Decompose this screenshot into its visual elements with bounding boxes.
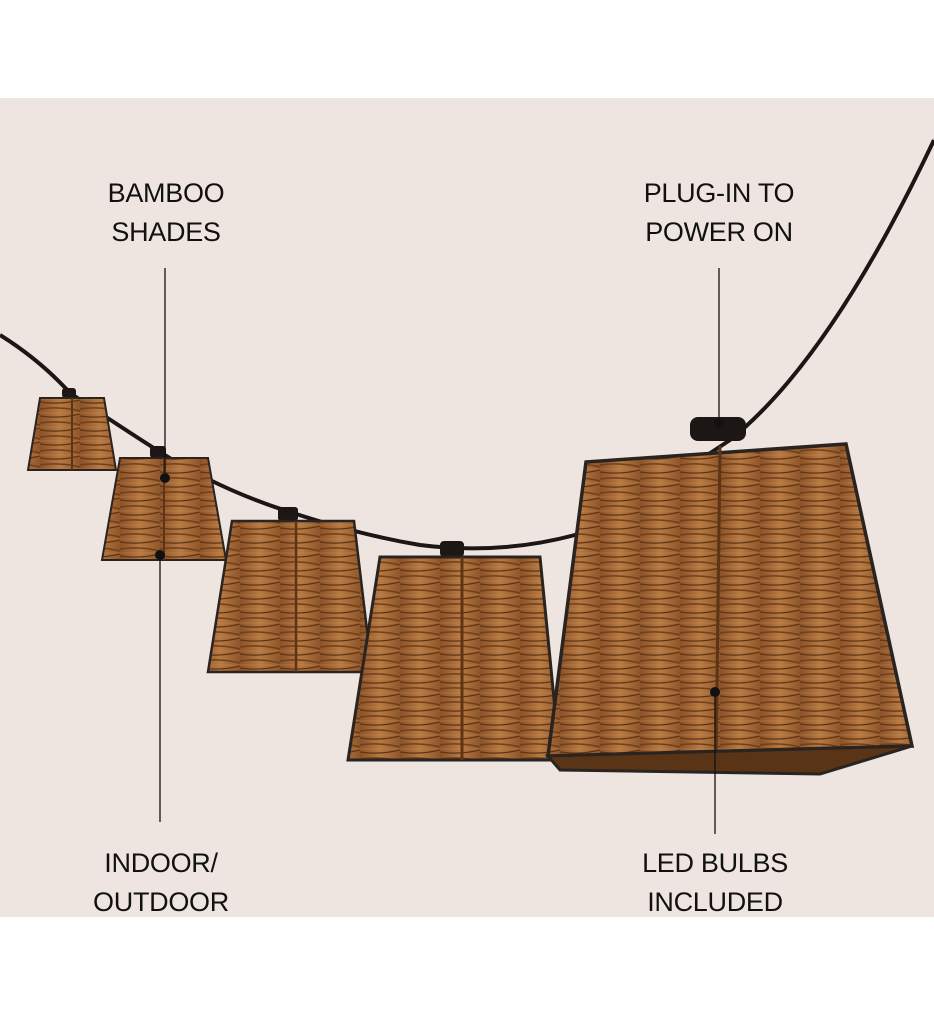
- callout-line: LED BULBS: [642, 848, 788, 878]
- callout-lines: [155, 268, 724, 834]
- lantern-5: [544, 417, 915, 776]
- callout-line: OUTDOOR: [93, 887, 229, 917]
- callout-plug-in: PLUG-IN TO POWER ON: [608, 174, 830, 252]
- callout-line: INCLUDED: [647, 887, 783, 917]
- lantern-4: [346, 541, 562, 762]
- lantern-3: [206, 507, 374, 674]
- callout-line: INDOOR/: [104, 848, 218, 878]
- callout-indoor-outdoor: INDOOR/ OUTDOOR: [56, 844, 266, 922]
- lantern-1: [26, 388, 118, 471]
- callout-line: PLUG-IN TO: [643, 178, 795, 208]
- callout-line: SHADES: [111, 217, 221, 247]
- callout-line: BAMBOO: [107, 178, 225, 208]
- callout-led-bulbs: LED BULBS INCLUDED: [604, 844, 826, 922]
- callout-bamboo-shades: BAMBOO SHADES: [64, 174, 268, 252]
- lantern-2: [100, 446, 228, 561]
- callout-line: POWER ON: [645, 217, 793, 247]
